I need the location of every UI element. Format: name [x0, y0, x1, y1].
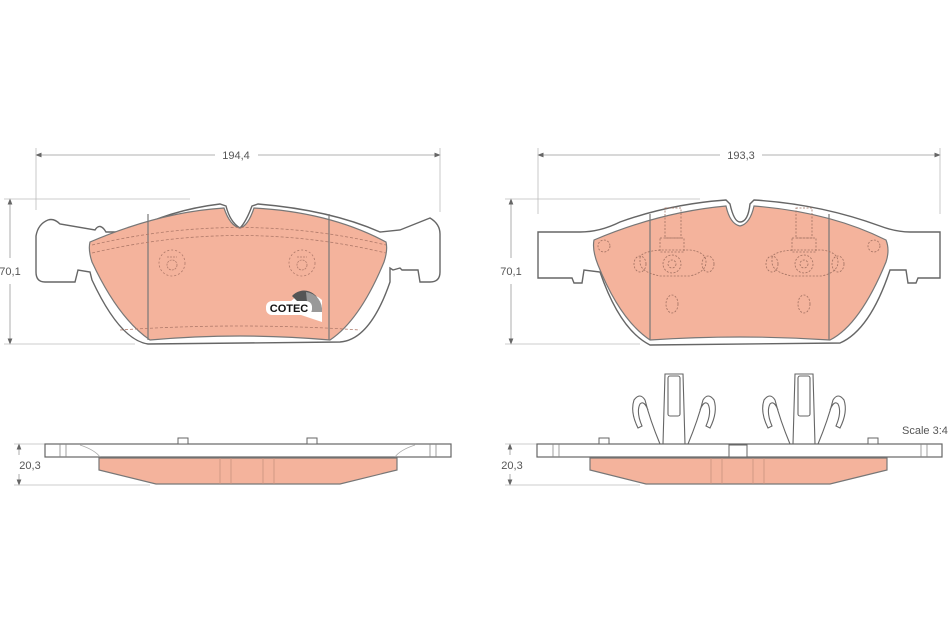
pad1-pin-left [158, 249, 186, 277]
pad1-side-friction [98, 457, 398, 485]
pad2-width-dimension: 193,3 [537, 148, 941, 214]
pad1-height-label: 70,1 [0, 266, 21, 278]
pad2-side-friction [589, 457, 888, 485]
pad2-height-dimension: 70,1 [500, 198, 700, 345]
pad1-side-backing-plate [44, 443, 452, 458]
pad-1-front-view: 194,4 70,1 [0, 148, 441, 345]
pad2-clip-right [765, 207, 845, 314]
pad1-thickness-label: 20,3 [19, 460, 40, 472]
pad1-width-label: 194,4 [222, 150, 250, 162]
pad2-side-clip-left [632, 373, 716, 445]
pad-2-front-view: 193,3 70,1 [500, 148, 941, 346]
pad2-friction-material [592, 205, 889, 341]
pad2-clip-left [633, 207, 715, 314]
pad2-thickness-dimension: 20,3 [501, 443, 640, 486]
pad1-width-dimension: 194,4 [35, 148, 441, 212]
cotec-logo-text: COTEC [270, 303, 309, 315]
pad1-thickness-dimension: 20,3 [14, 443, 150, 486]
pad-1-side-view: 20,3 [14, 437, 452, 486]
pad2-height-label: 70,1 [500, 266, 521, 278]
pad2-thickness-label: 20,3 [501, 460, 522, 472]
pad-2-side-view: 20,3 Scale 3:4 [501, 373, 948, 486]
pad1-height-dimension: 70,1 [0, 198, 190, 345]
pad2-width-label: 193,3 [727, 150, 755, 162]
pad2-side-clip-right [762, 373, 846, 445]
pad1-pin-right [288, 249, 316, 277]
scale-label: Scale 3:4 [902, 425, 948, 437]
cotec-logo: COTEC [266, 290, 323, 322]
